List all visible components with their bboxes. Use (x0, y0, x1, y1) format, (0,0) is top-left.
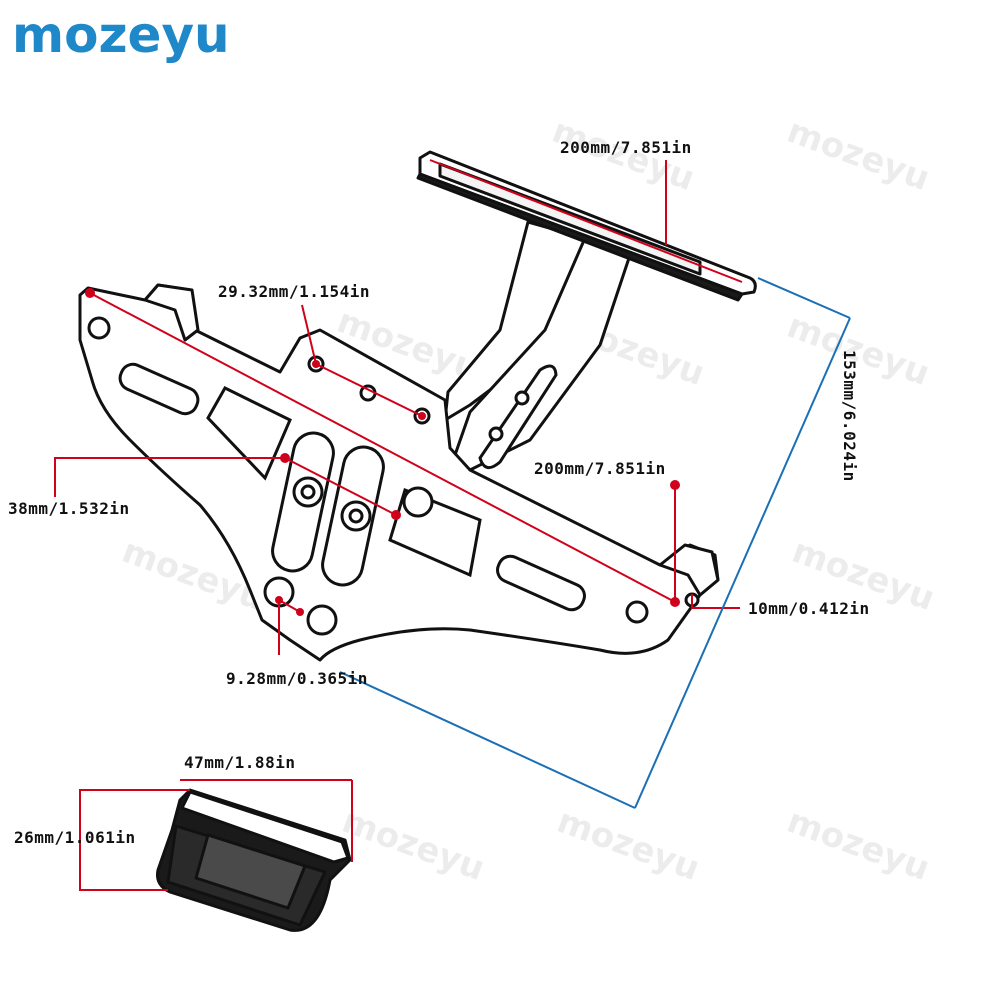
plate-rib (438, 162, 702, 276)
dim-line-pad-height (79, 789, 190, 891)
bracket-body (78, 283, 720, 662)
arm-hole (514, 390, 530, 406)
dim-line-slot-offset (284, 457, 397, 516)
dim-point (280, 453, 290, 463)
mount-hole (87, 316, 111, 340)
bolt-hole (348, 508, 364, 524)
height-dimension (339, 277, 851, 809)
brand-logo: mozeyu (12, 6, 230, 64)
pad-inner (194, 833, 307, 910)
dim-point (418, 412, 426, 420)
watermark: mozeyu (337, 801, 490, 889)
dim-point (670, 480, 680, 490)
dim-leader (54, 457, 285, 497)
dim-line-plate-width (429, 159, 743, 283)
bracket-slot (118, 362, 200, 416)
label-plate-width: 200mm/7.851in (560, 138, 692, 157)
lower-hole (306, 604, 338, 636)
dim-leader (691, 594, 740, 609)
label-bracket-length: 200mm/7.851in (534, 459, 666, 478)
bolt-washer (402, 486, 434, 518)
dim-point (391, 510, 401, 520)
watermark: mozeyu (782, 801, 935, 889)
pad-top (180, 790, 350, 864)
label-slot-offset: 38mm/1.532in (8, 499, 130, 518)
main-bracket (78, 283, 720, 662)
bolt-hole (300, 484, 316, 500)
watermark: mozeyu (552, 801, 705, 889)
arm-slot (478, 364, 558, 470)
label-lower-hole-spacing: 9.28mm/0.365in (226, 669, 368, 688)
hook-tab (143, 283, 200, 342)
red-dimensions (54, 159, 743, 655)
dim-line-lower-hole (278, 599, 301, 613)
dim-point (275, 596, 283, 604)
watermark: mozeyu (782, 111, 935, 199)
dim-point (85, 288, 95, 298)
label-pad-height: 26mm/1.061in (14, 828, 136, 847)
mount-hole (625, 600, 649, 624)
dim-point (312, 360, 320, 368)
dim-extension (339, 671, 636, 809)
plate-edge (416, 172, 744, 302)
label-end-hole: 10mm/0.412in (748, 599, 870, 618)
dim-line-height (634, 317, 851, 809)
bracket-slot (496, 554, 586, 612)
upper-plate-assembly (416, 150, 757, 472)
dim-extension (757, 277, 851, 319)
arm-hole (488, 426, 504, 442)
label-hole-spacing: 29.32mm/1.154in (218, 282, 370, 301)
dim-line-hole-spacing (315, 363, 423, 417)
dim-line-bracket-length (89, 292, 676, 603)
dim-leader (301, 304, 317, 365)
dim-point (296, 608, 304, 616)
label-pad-length: 47mm/1.88in (184, 753, 295, 772)
rubber-pad (79, 779, 353, 932)
label-height: 153mm/6.024in (840, 350, 859, 482)
